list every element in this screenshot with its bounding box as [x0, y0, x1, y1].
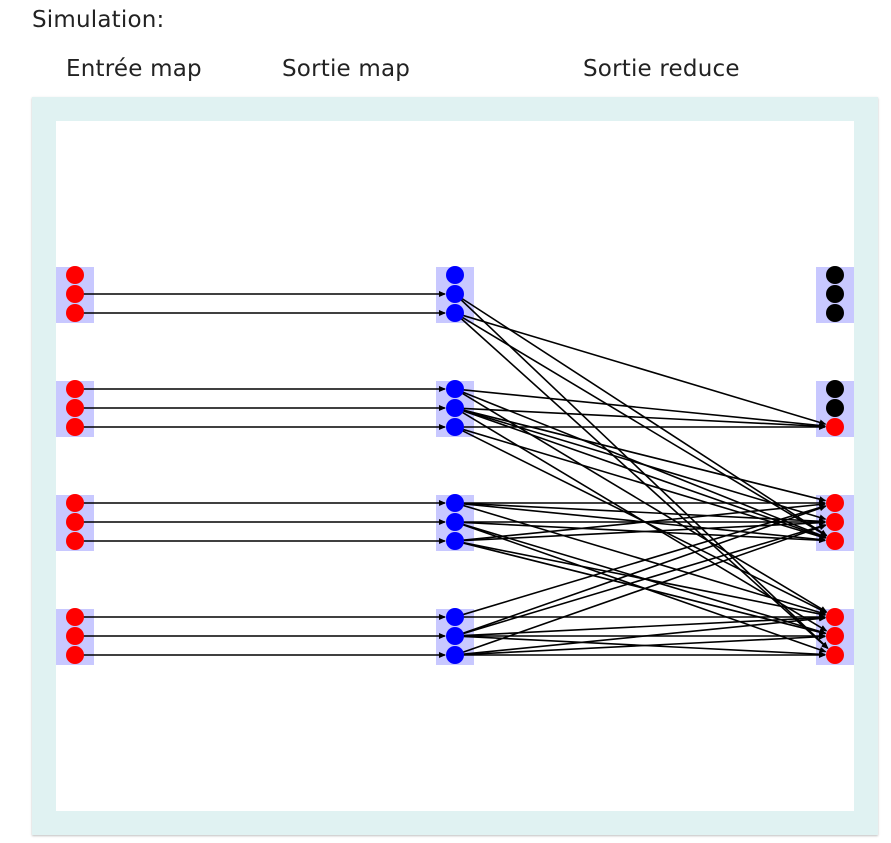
reduce-edge [462, 519, 827, 542]
map-output-node [446, 304, 464, 322]
map-output-node [446, 380, 464, 398]
reduce-output-node-empty [826, 399, 844, 417]
simulation-canvas [56, 121, 854, 811]
reduce-edge [462, 615, 827, 656]
map-input-node [66, 418, 84, 436]
map-input-node [66, 380, 84, 398]
map-input-node [66, 627, 84, 645]
map-input-node [66, 304, 84, 322]
map-output-node [446, 513, 464, 531]
column-label-map-output: Sortie map [282, 56, 411, 82]
reduce-edge [462, 505, 827, 635]
simulation-frame [32, 97, 878, 835]
reduce-edge [462, 633, 827, 656]
reduce-output-node-filled [826, 418, 844, 436]
map-input-node [66, 513, 84, 531]
map-output-node [446, 627, 464, 645]
map-output-node [446, 494, 464, 512]
simulation-title: Simulation: [32, 7, 165, 33]
reduce-output-node-filled [826, 513, 844, 531]
reduce-output-node-empty [826, 266, 844, 284]
reduce-output-node-filled [826, 646, 844, 664]
reduce-output-node-filled [826, 608, 844, 626]
reduce-edge [462, 501, 827, 542]
column-label-reduce-output: Sortie reduce [583, 56, 740, 82]
reduce-edge [462, 407, 827, 430]
reduce-edge [462, 504, 827, 616]
reduce-edge [462, 523, 827, 635]
map-output-node [446, 608, 464, 626]
reduce-edge [462, 428, 827, 540]
map-input-node [66, 285, 84, 303]
map-input-node [66, 399, 84, 417]
map-output-node [446, 418, 464, 436]
map-input-node [66, 532, 84, 550]
reduce-output-node-empty [826, 304, 844, 322]
reduce-output-node-empty [826, 285, 844, 303]
mapreduce-diagram [56, 266, 854, 665]
map-output-node [446, 532, 464, 550]
reduce-output-node-filled [826, 627, 844, 645]
reduce-edge [462, 388, 827, 429]
map-output-node [446, 266, 464, 284]
reduce-output-node-empty [826, 380, 844, 398]
reduce-edge [462, 524, 827, 654]
reduce-edge [462, 614, 827, 637]
map-input-node [66, 608, 84, 626]
map-output-node [446, 285, 464, 303]
reduce-edge [462, 314, 827, 426]
reduce-output-node-filled [826, 494, 844, 512]
reduce-edge [462, 409, 827, 521]
map-input-node [66, 266, 84, 284]
reduce-edge [462, 502, 827, 525]
reduce-edge [462, 409, 827, 539]
reduce-edge [462, 409, 827, 503]
column-label-map-input: Entrée map [66, 56, 202, 82]
map-output-node [446, 399, 464, 417]
reduce-output-node-filled [826, 532, 844, 550]
map-output-node [446, 646, 464, 664]
map-input-node [66, 646, 84, 664]
map-input-node [66, 494, 84, 512]
